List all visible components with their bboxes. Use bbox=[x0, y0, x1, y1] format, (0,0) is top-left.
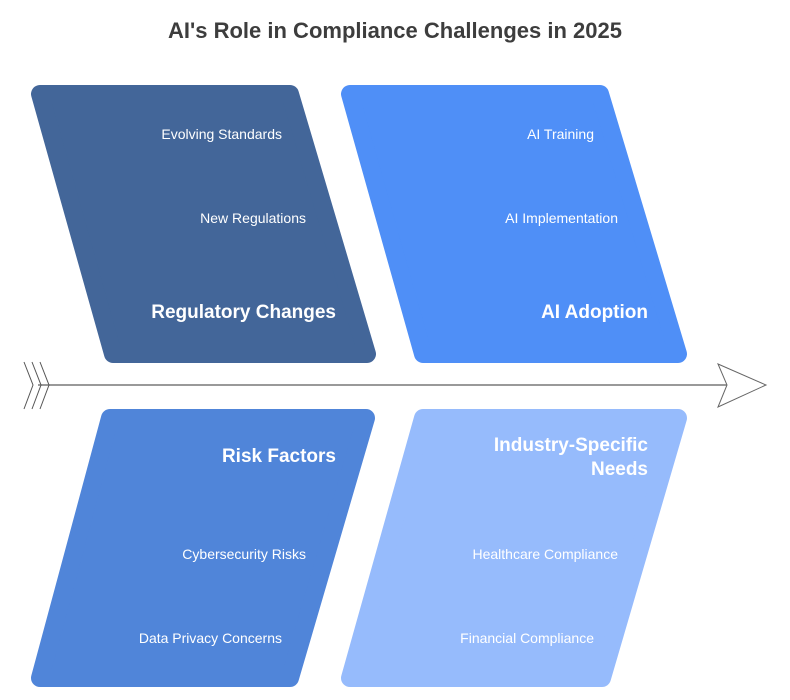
category-regulatory-changes: Regulatory Changes bbox=[151, 302, 336, 323]
risk-factors-bone bbox=[31, 409, 375, 687]
cause-financial-compliance: Financial Compliance bbox=[460, 630, 594, 646]
cause-ai-implementation: AI Implementation bbox=[505, 210, 618, 226]
tail-chevrons-icon bbox=[23, 361, 50, 410]
category-ai-adoption: AI Adoption bbox=[541, 302, 648, 323]
arrow-head-icon bbox=[717, 363, 768, 408]
category-industry-specific-needs: Industry-Specific Needs bbox=[493, 435, 648, 480]
regulatory-changes-bone bbox=[31, 85, 376, 363]
category-risk-factors: Risk Factors bbox=[221, 446, 336, 467]
cause-cybersecurity-risks: Cybersecurity Risks bbox=[182, 546, 306, 562]
cause-data-privacy-concerns: Data Privacy Concerns bbox=[138, 630, 282, 646]
cause-healthcare-compliance: Healthcare Compliance bbox=[472, 546, 618, 562]
diagram-title: AI's Role in Compliance Challenges in 20… bbox=[168, 18, 622, 43]
industry-specific-needs-bone bbox=[341, 409, 687, 687]
cause-ai-training: AI Training bbox=[527, 126, 594, 142]
ai-adoption-bone bbox=[341, 85, 687, 363]
cause-new-regulations: New Regulations bbox=[200, 210, 306, 226]
cause-evolving-standards: Evolving Standards bbox=[161, 126, 282, 142]
